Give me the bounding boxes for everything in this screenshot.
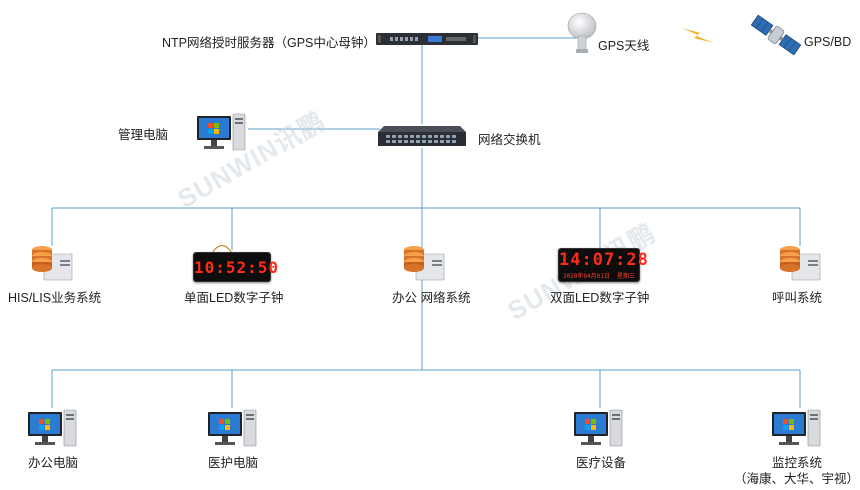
- his-lis-server: [30, 244, 74, 282]
- gps-antenna: [566, 10, 598, 54]
- satellite-icon: [750, 14, 802, 56]
- gps-antenna-label: GPS天线: [598, 39, 650, 53]
- monitoring-brands-label: （海康、大华、宇视）: [734, 472, 860, 486]
- double-led-time: 14:07:28: [559, 250, 649, 270]
- desktop-pc-icon: [28, 409, 77, 447]
- double-led-date: 2020年04月01日: [563, 273, 610, 280]
- desktop-pc-icon: [772, 409, 821, 447]
- admin-pc-label: 管理电脑: [118, 128, 169, 142]
- network-switch-icon: [378, 126, 466, 146]
- single-led-clock: 10:52:50: [193, 252, 280, 282]
- server-stack-icon: [404, 246, 445, 281]
- medical-pc: [206, 408, 258, 450]
- office-pc-label: 办公电脑: [28, 456, 79, 470]
- desktop-pc-icon: [574, 409, 623, 447]
- desktop-pc-icon: [197, 113, 246, 151]
- gps-bd-label: GPS/BD: [804, 35, 852, 49]
- office-network-label: 办公 网络系统: [392, 291, 471, 305]
- single-led-label: 单面LED数字子钟: [184, 291, 284, 305]
- rack-server-icon: [376, 33, 478, 45]
- lightning-signal-icon: [682, 28, 714, 43]
- medical-equipment-label: 医疗设备: [576, 456, 627, 470]
- ntp-server: [376, 32, 478, 46]
- monitoring-label: 监控系统: [772, 456, 823, 470]
- his-lis-label: HIS/LIS业务系统: [8, 291, 102, 305]
- medical-equipment-pc: [572, 408, 624, 450]
- switch-label: 网络交换机: [478, 133, 541, 147]
- single-led-time: 10:52:50: [194, 258, 280, 277]
- admin-pc: [196, 112, 246, 154]
- call-system-label: 呼叫系统: [772, 291, 823, 305]
- gps-antenna-icon: [567, 12, 597, 53]
- monitoring-pc: [770, 408, 822, 450]
- medical-pc-label: 医护电脑: [208, 456, 259, 470]
- ntp-server-label: NTP网络授时服务器（GPS中心母钟）: [162, 36, 376, 50]
- clock-hanger: [211, 244, 233, 254]
- double-led-clock: 14:07:28 2020年04月01日 星期三: [558, 248, 649, 282]
- double-led-weekday: 星期三: [616, 273, 635, 280]
- call-system-server: [778, 244, 822, 282]
- server-stack-icon: [780, 246, 821, 281]
- network-switch: [378, 124, 466, 148]
- double-led-label: 双面LED数字子钟: [550, 291, 650, 305]
- office-network-server: [402, 244, 446, 282]
- desktop-pc-icon: [208, 409, 257, 447]
- server-stack-icon: [32, 246, 73, 281]
- signal: [680, 24, 716, 46]
- satellite: [748, 12, 804, 58]
- office-pc: [26, 408, 78, 450]
